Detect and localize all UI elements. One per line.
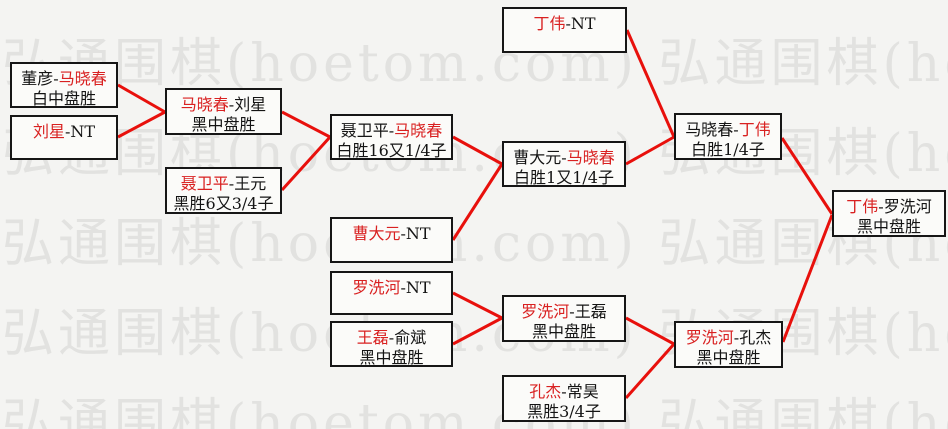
connector-line	[117, 83, 166, 114]
match-box-luo-nt: 罗洗河-NT	[330, 271, 453, 315]
player-name: -NT	[400, 224, 431, 243]
match-box-dongyan-ma: 董彦-马晓春白中盘胜	[10, 62, 118, 108]
match-result: 黑中盘胜	[359, 348, 424, 367]
match-players: 董彦-马晓春	[12, 69, 116, 89]
match-players: 丁伟-罗洗河	[834, 197, 944, 217]
match-result: 白胜1/4子	[691, 140, 765, 159]
player-name: -刘星	[228, 95, 267, 114]
match-box-ma-ding: 马晓春-丁伟白胜1/4子	[674, 113, 782, 160]
winner-name: 马晓春	[394, 121, 443, 140]
match-box-wang-yu: 王磊-俞斌黑中盘胜	[330, 321, 453, 367]
player-name: -NT	[64, 122, 96, 141]
match-box-luo-kong: 罗洗河-孔杰黑中盘胜	[674, 321, 783, 368]
match-result: 黑胜3/4子	[527, 402, 601, 421]
match-box-cao-ma: 曹大元-马晓春白胜1又1/4子	[502, 141, 626, 187]
player-name: -王元	[228, 174, 267, 193]
connector-line	[624, 343, 676, 399]
match-box-ding-nt: 丁伟-NT	[502, 7, 627, 53]
connector-line	[625, 316, 675, 346]
match-box-nie-ma: 聂卫平-马晓春白胜16又1/4子	[330, 114, 453, 160]
match-players: 丁伟-NT	[504, 14, 625, 34]
player-name: -NT	[565, 14, 596, 33]
player-name: -常昊	[561, 382, 599, 401]
connector-line	[625, 29, 676, 138]
player-name: -孔杰	[733, 328, 772, 347]
match-players: 罗洗河-孔杰	[676, 328, 781, 348]
match-box-nie-wang: 聂卫平-王元黑胜6又3/4子	[165, 167, 282, 214]
connector-line	[625, 135, 675, 166]
winner-name: 丁伟	[738, 120, 771, 139]
match-players: 聂卫平-王元	[167, 174, 280, 194]
winner-name: 马晓春	[180, 95, 229, 114]
connector-line	[780, 137, 834, 215]
match-result: 白胜1又1/4子	[514, 168, 614, 187]
winner-name: 罗洗河	[352, 278, 401, 297]
match-players: 曹大元-马晓春	[504, 148, 624, 168]
connector-line	[451, 163, 504, 241]
match-players: 孔杰-常昊	[504, 382, 624, 402]
player-name: -罗洗河	[878, 197, 932, 216]
winner-name: 王磊	[356, 328, 389, 347]
winner-name: 罗洗河	[685, 328, 734, 347]
winner-name: 聂卫平	[180, 174, 229, 193]
match-box-luo-wang: 罗洗河-王磊黑中盘胜	[502, 295, 626, 342]
match-result: 黑中盘胜	[531, 322, 596, 341]
match-result: 黑中盘胜	[696, 348, 761, 367]
player-name: -王磊	[569, 302, 607, 321]
match-players: 王磊-俞斌	[332, 328, 451, 348]
match-result: 黑中盘胜	[856, 217, 921, 236]
connector-line	[452, 316, 503, 346]
match-players: 聂卫平-马晓春	[332, 121, 451, 141]
winner-name: 马晓春	[566, 148, 615, 167]
match-result: 白中盘胜	[31, 89, 96, 108]
connector-line	[452, 135, 503, 166]
winner-name: 孔杰	[529, 382, 562, 401]
match-result: 白胜16又1/4子	[336, 141, 447, 160]
player-name: -俞斌	[388, 328, 427, 347]
winner-name: 丁伟	[533, 14, 566, 33]
match-box-ding-luo-final: 丁伟-罗洗河黑中盘胜	[832, 190, 946, 237]
connector-line	[281, 110, 331, 139]
match-result: 黑胜6又3/4子	[173, 194, 274, 213]
connector-line	[452, 291, 503, 320]
player-name: -NT	[400, 278, 431, 297]
winner-name: 罗洗河	[521, 302, 570, 321]
match-box-cao-nt: 曹大元-NT	[330, 217, 453, 263]
winner-name: 刘星	[32, 122, 65, 141]
match-box-kong-chang: 孔杰-常昊黑胜3/4子	[502, 375, 626, 422]
connector-line	[781, 214, 834, 343]
winner-name: 丁伟	[846, 197, 879, 216]
match-players: 马晓春-刘星	[167, 95, 280, 115]
match-box-ma-liu: 马晓春-刘星黑中盘胜	[165, 88, 282, 135]
winner-name: 曹大元	[352, 224, 401, 243]
connector-line	[280, 135, 332, 192]
winner-name: 马晓春	[58, 69, 107, 88]
match-players: 罗洗河-王磊	[504, 302, 624, 322]
connector-line	[117, 110, 166, 139]
player-name: 董彦-	[21, 69, 59, 88]
match-box-liuxing-nt: 刘星-NT	[10, 115, 118, 160]
player-name: 曹大元-	[513, 148, 567, 167]
match-players: 罗洗河-NT	[332, 278, 451, 298]
match-players: 马晓春-丁伟	[676, 120, 780, 140]
player-name: 马晓春-	[685, 120, 739, 139]
match-result: 黑中盘胜	[191, 115, 256, 134]
match-players: 曹大元-NT	[332, 224, 451, 244]
player-name: 聂卫平-	[340, 121, 395, 140]
match-players: 刘星-NT	[12, 122, 116, 142]
